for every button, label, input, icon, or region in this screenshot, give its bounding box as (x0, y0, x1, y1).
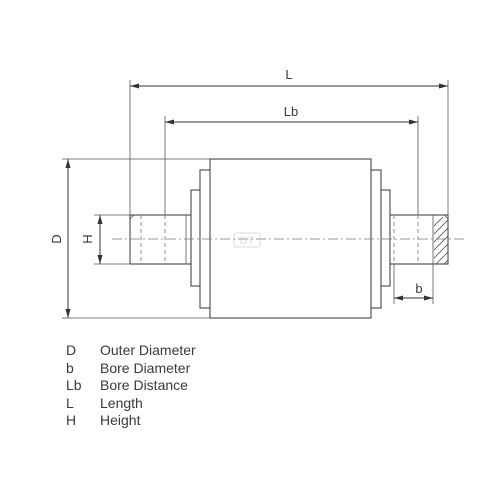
legend-description: Height (100, 412, 141, 428)
legend-row-height: H Height (66, 412, 196, 430)
legend-description: Outer Diameter (100, 342, 196, 358)
legend-description: Bore Diameter (100, 359, 191, 376)
legend-symbol: H (66, 412, 77, 428)
legend-symbol: D (66, 342, 77, 358)
watermark-logo: DT (233, 232, 261, 248)
dimension-Lb: Lb (164, 104, 419, 215)
legend-symbol: L (66, 394, 74, 411)
legend-description: Length (100, 394, 143, 411)
dimension-b-label: b (415, 281, 422, 296)
section-hatch (434, 217, 448, 264)
legend-row-length: L Length (66, 395, 196, 413)
legend-row-outer-diameter: D Outer Diameter (66, 342, 196, 360)
legend-row-bore-distance: Lb Bore Distance (66, 377, 196, 395)
hidden-bore-lines (140, 215, 419, 264)
dimension-D: D (49, 158, 210, 319)
part-outline (129, 158, 449, 319)
legend-description: Bore Distance (100, 377, 188, 393)
dimension-H-label: H (80, 234, 95, 243)
legend: D Outer Diameter b Bore Diameter Lb Bore… (66, 342, 196, 430)
dimension-Lb-label: Lb (284, 104, 298, 119)
dimension-b: b (393, 264, 434, 304)
dimension-L: L (129, 67, 449, 215)
legend-symbol: b (66, 359, 74, 376)
legend-row-bore-diameter: b Bore Diameter (66, 360, 196, 378)
dimension-L-label: L (285, 67, 292, 82)
dimension-D-label: D (49, 234, 64, 243)
svg-text:DT: DT (240, 235, 255, 247)
dimension-H: H (80, 214, 130, 265)
legend-symbol: Lb (66, 377, 82, 393)
